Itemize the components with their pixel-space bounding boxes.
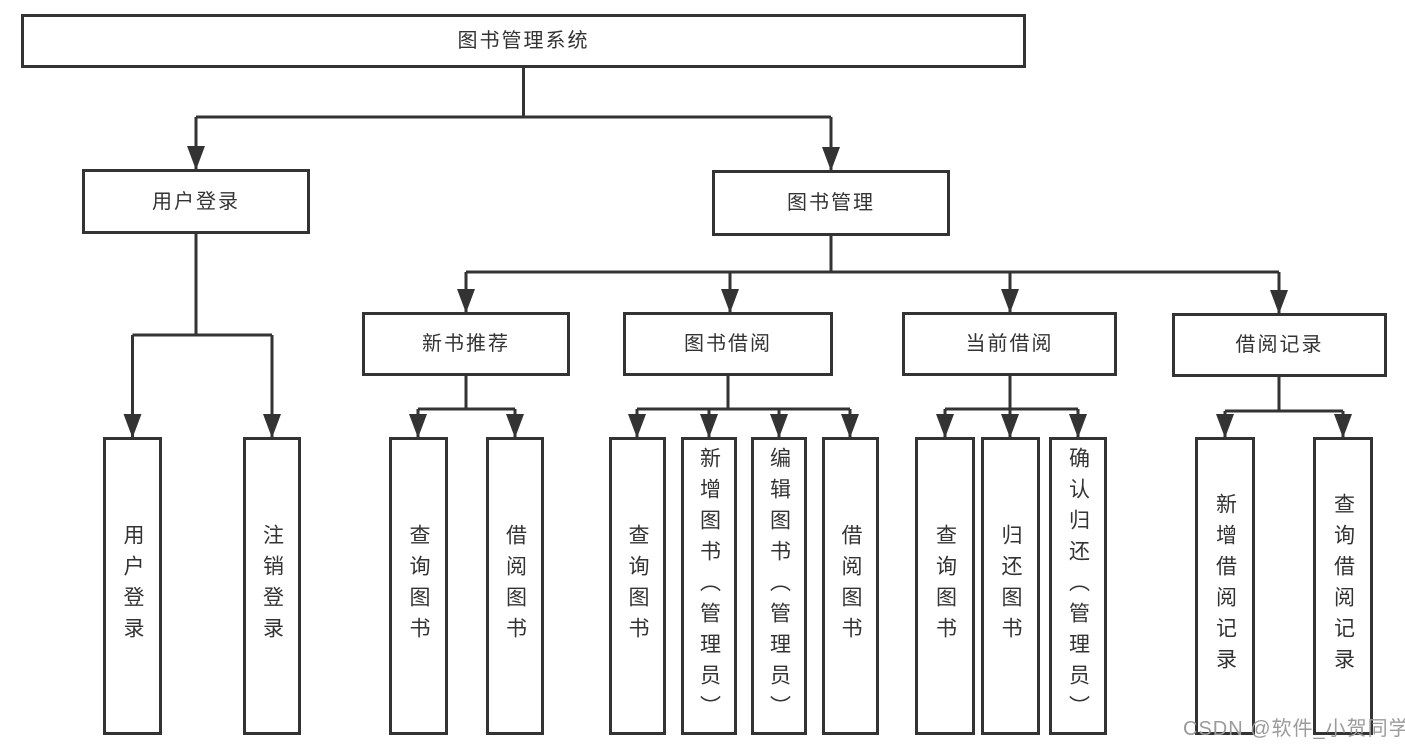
leaf-borrow-add-books-admin: 新增图书（管理员） (681, 437, 737, 735)
node-current-borrow: 当前借阅 (902, 312, 1117, 376)
node-book-management-label: 图书管理 (787, 192, 875, 214)
csdn-watermark: CSDN @软件_小贺同学 (1183, 718, 1405, 740)
leaf-logout-label: 注销登录 (260, 524, 284, 648)
leaf-records-add-record-label: 新增借阅记录 (1213, 493, 1237, 679)
node-new-book-recommend: 新书推荐 (362, 312, 570, 376)
node-book-borrow-label: 图书借阅 (684, 333, 772, 355)
leaf-records-add-record: 新增借阅记录 (1195, 437, 1255, 735)
leaf-current-confirm-return-admin-label: 确认归还（管理员） (1066, 446, 1090, 726)
leaf-borrow-borrow-books: 借阅图书 (822, 437, 879, 735)
leaf-current-query-books: 查询图书 (915, 437, 975, 735)
node-current-borrow-label: 当前借阅 (965, 333, 1054, 355)
leaf-recommend-query-books-label: 查询图书 (407, 524, 430, 648)
node-user-login: 用户登录 (82, 169, 310, 234)
leaf-borrow-query-books-label: 查询图书 (626, 524, 649, 648)
node-library-management-system: 图书管理系统 (21, 14, 1026, 68)
leaf-current-return-books-label: 归还图书 (999, 524, 1022, 648)
leaf-current-query-books-label: 查询图书 (933, 524, 957, 648)
leaf-recommend-borrow-books-label: 借阅图书 (503, 524, 527, 648)
leaf-records-query-record: 查询借阅记录 (1313, 437, 1373, 735)
node-library-management-system-label: 图书管理系统 (457, 30, 590, 52)
leaf-borrow-add-books-admin-label: 新增图书（管理员） (697, 446, 721, 726)
leaf-borrow-borrow-books-label: 借阅图书 (839, 524, 862, 648)
leaf-recommend-query-books: 查询图书 (389, 437, 448, 735)
node-borrow-records: 借阅记录 (1172, 313, 1387, 377)
leaf-recommend-borrow-books: 借阅图书 (486, 437, 544, 735)
node-book-management: 图书管理 (712, 170, 950, 236)
leaf-borrow-edit-books-admin: 编辑图书（管理员） (751, 437, 807, 735)
node-new-book-recommend-label: 新书推荐 (422, 333, 510, 355)
leaf-user-login: 用户登录 (103, 437, 162, 735)
leaf-current-confirm-return-admin: 确认归还（管理员） (1049, 437, 1107, 735)
node-borrow-records-label: 借阅记录 (1235, 334, 1324, 356)
leaf-user-login-label: 用户登录 (121, 524, 144, 648)
leaf-current-return-books: 归还图书 (981, 437, 1040, 735)
leaf-logout: 注销登录 (243, 437, 301, 735)
leaf-records-query-record-label: 查询借阅记录 (1331, 493, 1355, 679)
leaf-borrow-edit-books-admin-label: 编辑图书（管理员） (767, 446, 791, 726)
node-book-borrow: 图书借阅 (623, 312, 833, 376)
leaf-borrow-query-books: 查询图书 (609, 437, 666, 735)
node-user-login-label: 用户登录 (152, 190, 240, 213)
